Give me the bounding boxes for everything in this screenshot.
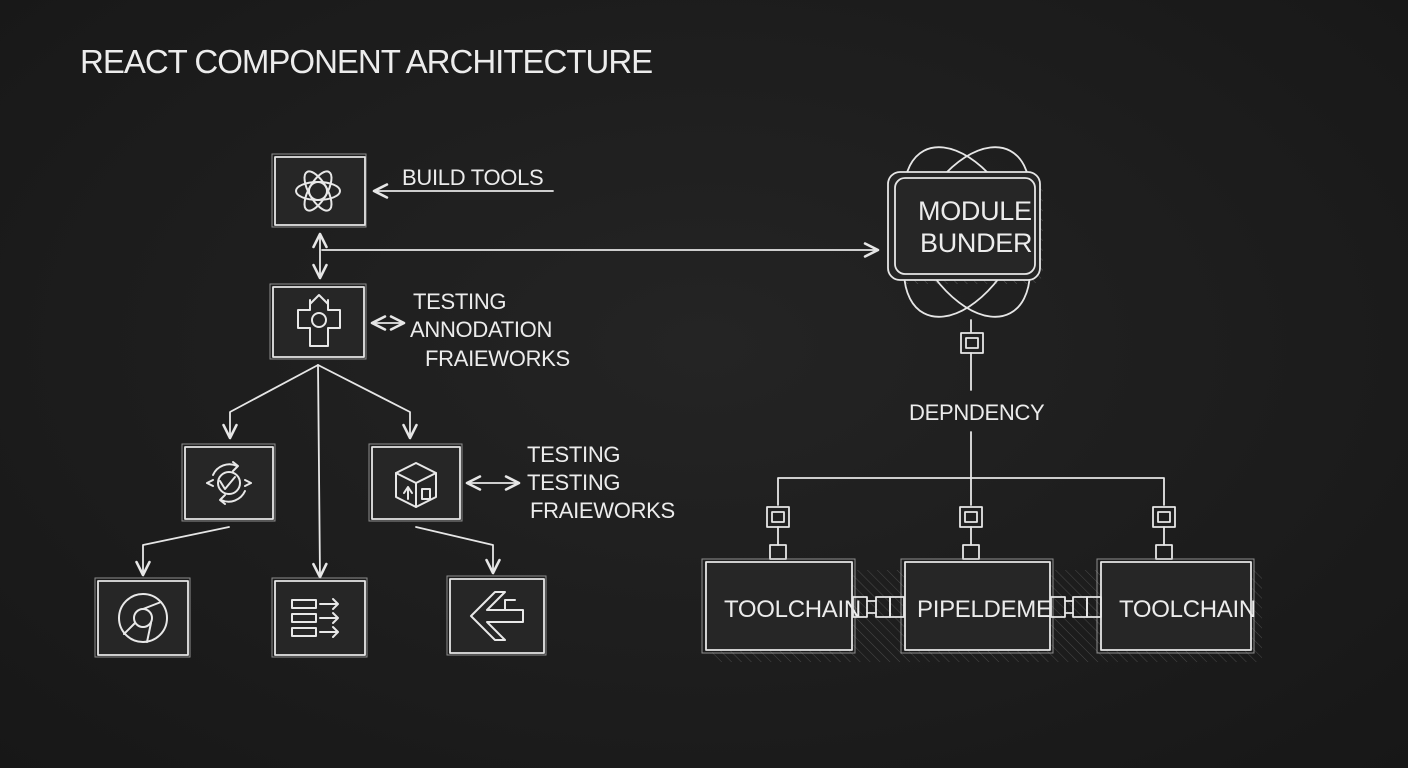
arrow-left-icon — [470, 591, 524, 641]
pipeline-box-middle: PIPELDEME — [900, 558, 1054, 654]
pipeline-connectors — [766, 506, 1176, 560]
bundler-line2: BUNDER — [920, 228, 1032, 258]
diagram-title: REACT COMPONENT ARCHITECTURE — [80, 43, 652, 80]
testing2-label-line3: FRAIEWORKS — [530, 498, 675, 523]
testing-label-line3: FRAIEWORKS — [425, 346, 570, 371]
toolchain-left-label: TOOLCHAIN — [724, 596, 861, 623]
toolchain-right-label: TOOLCHAIN — [1119, 596, 1256, 623]
sync-node — [181, 443, 276, 522]
package-node — [368, 443, 463, 522]
dependency-label: DEPNDENCY — [909, 400, 1045, 425]
toolchain-box-left: TOOLCHAIN — [701, 558, 861, 654]
testing-label-line2: ANNODATION — [410, 317, 552, 342]
back-arrow-node — [446, 575, 547, 656]
module-bundler-node: MODULE BUNDER — [887, 146, 1043, 318]
upload-node — [269, 283, 367, 360]
package-box-icon — [395, 462, 437, 508]
testing2-label-line2: TESTING — [527, 470, 620, 495]
circle-logo-node — [94, 577, 191, 658]
toolchain-box-right: TOOLCHAIN — [1096, 558, 1256, 654]
atom-node — [271, 153, 367, 228]
testing2-label-line1: TESTING — [527, 442, 620, 467]
circle-logo-icon — [118, 593, 168, 643]
upload-gear-icon — [297, 294, 341, 347]
build-tools-label: BUILD TOOLS — [402, 165, 543, 190]
list-node — [271, 577, 368, 658]
bundler-line1: MODULE — [918, 196, 1032, 226]
testing-label-line1: TESTING — [413, 289, 506, 314]
pipeline-links — [852, 596, 1102, 618]
sync-gear-icon — [206, 461, 252, 505]
list-arrows-icon — [291, 598, 339, 638]
atom-icon — [295, 170, 341, 212]
bundler-connector — [960, 332, 984, 354]
pipeline-middle-label: PIPELDEME — [917, 596, 1052, 623]
